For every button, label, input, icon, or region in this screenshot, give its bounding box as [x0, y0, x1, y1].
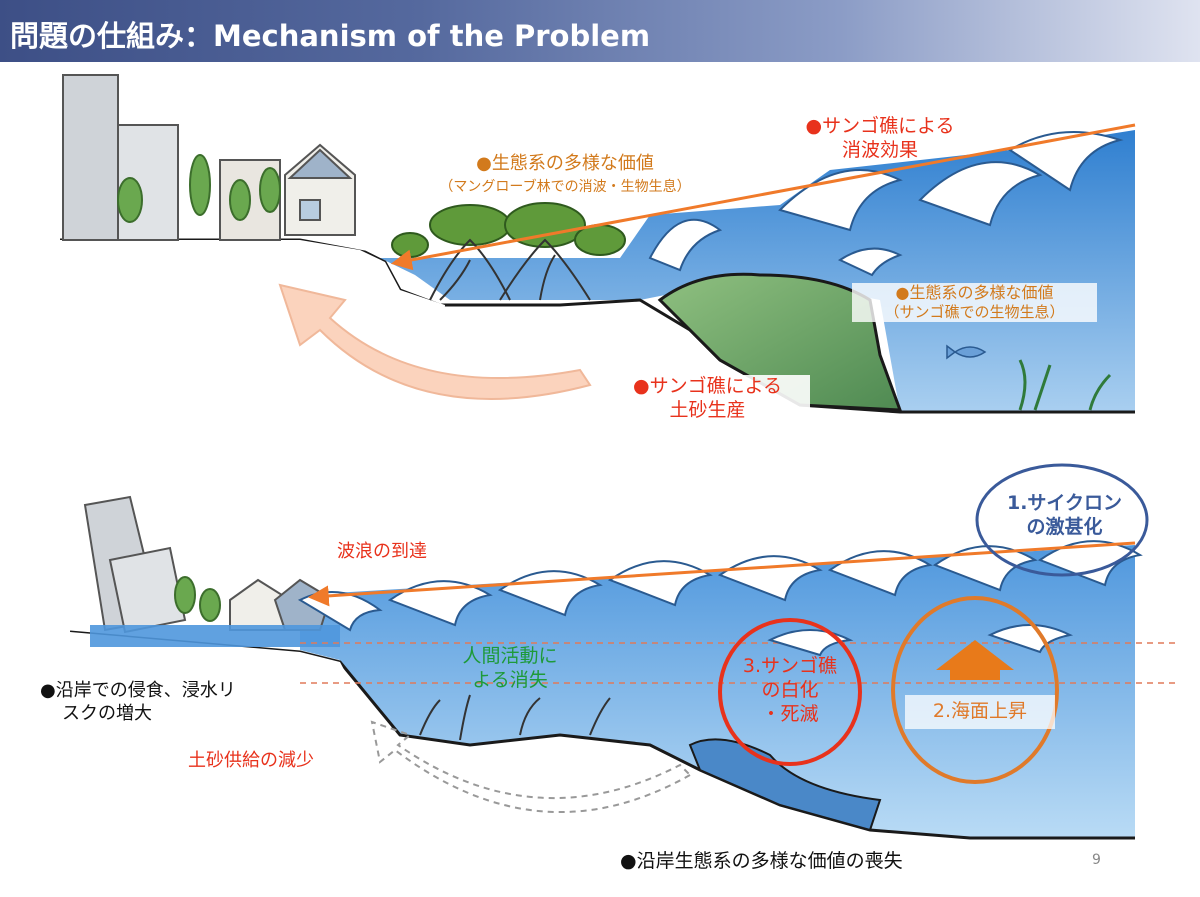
- human-loss-line1: 人間活動に: [462, 645, 558, 667]
- coral-wave-effect-label: ●サンゴ礁による 消波効果: [785, 115, 975, 163]
- top-fish: [946, 344, 987, 360]
- eco-value-mangrove-sub: （マングローブ林での消波・生物生息）: [439, 178, 691, 196]
- top-mangrove-roots: [429, 238, 591, 301]
- title-bar: 問題の仕組み：Mechanism of the Problem: [0, 0, 1200, 62]
- cyclone-label: 1.サイクロン の激甚化: [997, 492, 1132, 540]
- sea-level-label-bg: [905, 695, 1055, 729]
- sea-level-circle: [891, 596, 1059, 784]
- eco-value-mangrove-title: ●生態系の多様な価値: [476, 153, 654, 176]
- coral-bleach-line2: の白化: [761, 678, 819, 701]
- top-scene: [60, 74, 1136, 414]
- coral-bleach-line3: ・死滅: [761, 702, 819, 725]
- sediment-decrease-arrow: [370, 720, 692, 814]
- eco-value-coral-sub: （サンゴ礁での生物生息）: [884, 303, 1065, 321]
- bottom-reef: [688, 738, 882, 832]
- wave-arrival-arrow: [307, 541, 1136, 607]
- top-trees: [117, 154, 281, 223]
- sea-level-up-arrow: [936, 640, 1014, 680]
- cyclone-circle: [975, 463, 1149, 577]
- coral-bleach-line1: 3.サンゴ礁: [742, 655, 838, 677]
- coral-wave-effect-line2: 消波効果: [841, 138, 918, 161]
- top-sea-plants: [1018, 359, 1112, 411]
- sea-level-label: 2.海面上昇: [932, 700, 1028, 722]
- human-loss-label: 人間活動に よる消失: [440, 645, 580, 693]
- top-wave-arrow: [390, 123, 1136, 271]
- cyclone-line2: の激甚化: [1026, 515, 1103, 538]
- bottom-scene: [60, 463, 1180, 840]
- bottom-land: [60, 500, 360, 700]
- coral-wave-effect-line1: ●サンゴ礁による: [805, 115, 955, 137]
- human-loss-line2: よる消失: [472, 668, 548, 691]
- eco-loss-label: ●沿岸生態系の多様な価値の喪失: [620, 850, 903, 872]
- bottom-buildings: [83, 495, 332, 634]
- eco-value-coral-label: ●生態系の多様な価値 （サンゴ礁での生物生息）: [852, 283, 1097, 322]
- bottom-trees: [174, 576, 221, 622]
- coral-bleach-circle: [718, 618, 862, 766]
- cyclone-line1: 1.サイクロン: [1006, 492, 1123, 514]
- top-waves: [648, 131, 1124, 277]
- coastal-erosion-label: ●沿岸での侵食、浸水リ スクの増大: [40, 680, 236, 725]
- coral-bleach-label: 3.サンゴ礁 の白化 ・死滅: [725, 655, 855, 726]
- top-mangroves: [391, 202, 626, 258]
- top-land: [60, 75, 445, 360]
- slide-title: 問題の仕組み：Mechanism of the Problem: [10, 19, 651, 53]
- bottom-seabed: [69, 630, 1135, 840]
- sediment-decrease-label: 土砂供給の減少: [188, 750, 314, 771]
- eco-value-coral-title: ●生態系の多様な価値: [895, 283, 1054, 302]
- bottom-flood: [90, 625, 340, 647]
- coastal-erosion-line2: スクの増大: [62, 702, 152, 724]
- coral-sediment-line1: ●サンゴ礁による: [632, 375, 782, 397]
- coral-sediment-label: ●サンゴ礁による 土砂生産: [605, 375, 810, 423]
- coral-sediment-line2: 土砂生産: [669, 398, 746, 421]
- eco-value-mangrove-label: ●生態系の多様な価値 （マングローブ林での消波・生物生息）: [395, 153, 735, 196]
- top-coral-reef: [657, 272, 903, 412]
- wave-arrival-label: 波浪の到達: [337, 541, 427, 562]
- top-buildings: [62, 74, 356, 241]
- page-number: 9: [1092, 852, 1101, 868]
- coastal-erosion-line1: ●沿岸での侵食、浸水リ: [40, 680, 236, 701]
- sediment-return-arrow: [278, 283, 592, 400]
- bottom-dead-roots: [419, 694, 611, 741]
